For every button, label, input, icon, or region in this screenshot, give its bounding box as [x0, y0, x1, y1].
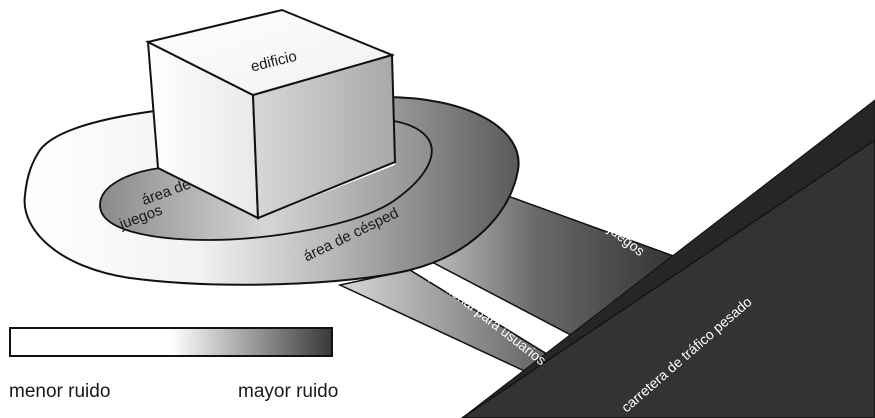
legend-high-label: mayor ruido [238, 381, 339, 402]
building-top-face [145, 8, 396, 97]
road-top-edge [461, 99, 875, 418]
legend-low-label: menor ruido [9, 381, 111, 402]
noise-gradient-bar [9, 327, 333, 357]
building [145, 8, 397, 220]
